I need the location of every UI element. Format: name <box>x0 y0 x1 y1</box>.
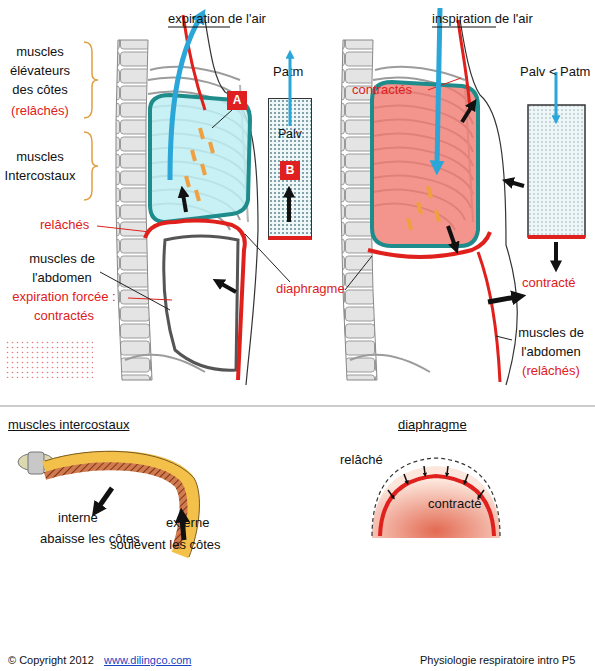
text-label: © Copyright 2012 <box>8 651 94 670</box>
motion-arrow <box>554 242 558 264</box>
pressure-label: Palv <box>269 126 311 142</box>
intercostal-muscle <box>418 202 421 214</box>
intercostal-muscle <box>428 186 431 198</box>
text-label: externe <box>166 513 209 532</box>
leader-line <box>345 256 372 290</box>
text-label: Physiologie respiratoire intro P5 <box>420 651 575 670</box>
leader-line <box>245 234 290 282</box>
tag-letter: A <box>227 91 247 110</box>
diaphragm-detail <box>380 476 494 536</box>
abdomen-outline <box>164 236 238 370</box>
overlay-marks <box>432 27 496 28</box>
diaphragm-detail <box>372 458 500 538</box>
separator <box>0 406 595 407</box>
text-label: muscles élévateurs des côtes <box>3 42 77 99</box>
red-muscle <box>458 20 470 110</box>
text-label: diaphragme <box>276 279 345 298</box>
lung-inflated <box>372 82 478 246</box>
motion-arrow <box>437 8 440 165</box>
leader-line <box>496 336 512 340</box>
motion-arrow <box>462 106 472 122</box>
text-label: soulèvent les côtes <box>110 535 221 554</box>
intercostal-muscle <box>186 128 439 230</box>
text-label: contracté <box>428 494 481 513</box>
motion-arrow <box>183 194 186 212</box>
motion-arrow <box>170 18 200 180</box>
red-muscle <box>368 232 490 257</box>
text-label: interne <box>58 508 98 527</box>
brace <box>84 42 98 200</box>
text-label: muscles Intercostaux <box>3 147 77 185</box>
diaphragm-detail <box>424 466 425 474</box>
diaphragm-detail <box>465 474 468 482</box>
diaphragm-detail <box>372 458 500 536</box>
intercostal-muscle <box>436 210 439 222</box>
red-muscle <box>478 252 500 382</box>
text-label: (relâchés) <box>508 361 594 380</box>
text-label: Palv < Patm <box>520 62 590 81</box>
letter-tag: A <box>227 91 247 110</box>
text-label: inspiration de l'air <box>432 9 533 28</box>
text-label: muscles de l'abdomen <box>508 323 594 361</box>
diaphragm-detail <box>372 466 500 538</box>
intercostal-muscle <box>200 128 203 139</box>
text-label: diaphragme <box>398 415 467 434</box>
piston <box>528 235 585 239</box>
letter-tag: B <box>280 161 300 180</box>
diaphragm-detail <box>388 490 393 497</box>
motion-arrow <box>448 226 455 246</box>
leader-line <box>428 78 461 90</box>
text-label: www.dilingco.com <box>104 651 191 670</box>
intercostal-muscle <box>186 176 189 187</box>
rib-detail <box>98 488 112 508</box>
leader-line <box>212 110 232 128</box>
text-label: relâchés <box>40 215 89 234</box>
diaphragm-detail <box>447 466 448 474</box>
red-muscle <box>145 15 500 382</box>
dotted-area <box>5 340 93 378</box>
diaphragm-detail <box>404 474 407 482</box>
piston-cylinder <box>528 105 585 237</box>
tag-letter: B <box>280 161 300 180</box>
text-label: muscles de l'abdomen <box>20 249 104 287</box>
intercostal-muscle <box>210 142 213 153</box>
overlay-marks <box>168 27 496 222</box>
text-label: relâché <box>340 450 383 469</box>
intercostal-muscle <box>408 218 411 230</box>
intercostal-muscle <box>196 190 199 201</box>
text-label: (relâchés) <box>3 101 77 120</box>
overlay-marks <box>168 27 230 28</box>
text-label: muscles intercostaux <box>8 415 129 434</box>
intercostal-muscle <box>202 164 205 175</box>
red-muscle <box>145 221 245 380</box>
text-label: expiration forcée : contractés <box>0 287 128 325</box>
text-label: contracté <box>522 273 575 292</box>
motion-arrow <box>220 283 236 292</box>
text-label: Patm <box>273 62 303 81</box>
motion-arrow <box>510 182 524 186</box>
rib-detail <box>28 452 44 474</box>
lung-deflated <box>150 95 250 222</box>
motion-arrow <box>488 297 516 302</box>
piston-cylinder: PalvB <box>268 98 312 240</box>
brace <box>84 42 98 118</box>
text-label: expiration de l'air <box>168 9 266 28</box>
intercostal-muscle <box>192 150 195 161</box>
brace <box>84 132 98 200</box>
motion-arrow <box>170 8 556 302</box>
text-label: contractés <box>352 80 412 99</box>
leader-line <box>97 78 512 340</box>
body-outline <box>205 20 517 385</box>
diaphragm-detail <box>388 466 484 497</box>
leader-line <box>97 226 150 232</box>
diaphragm-detail <box>479 490 484 497</box>
